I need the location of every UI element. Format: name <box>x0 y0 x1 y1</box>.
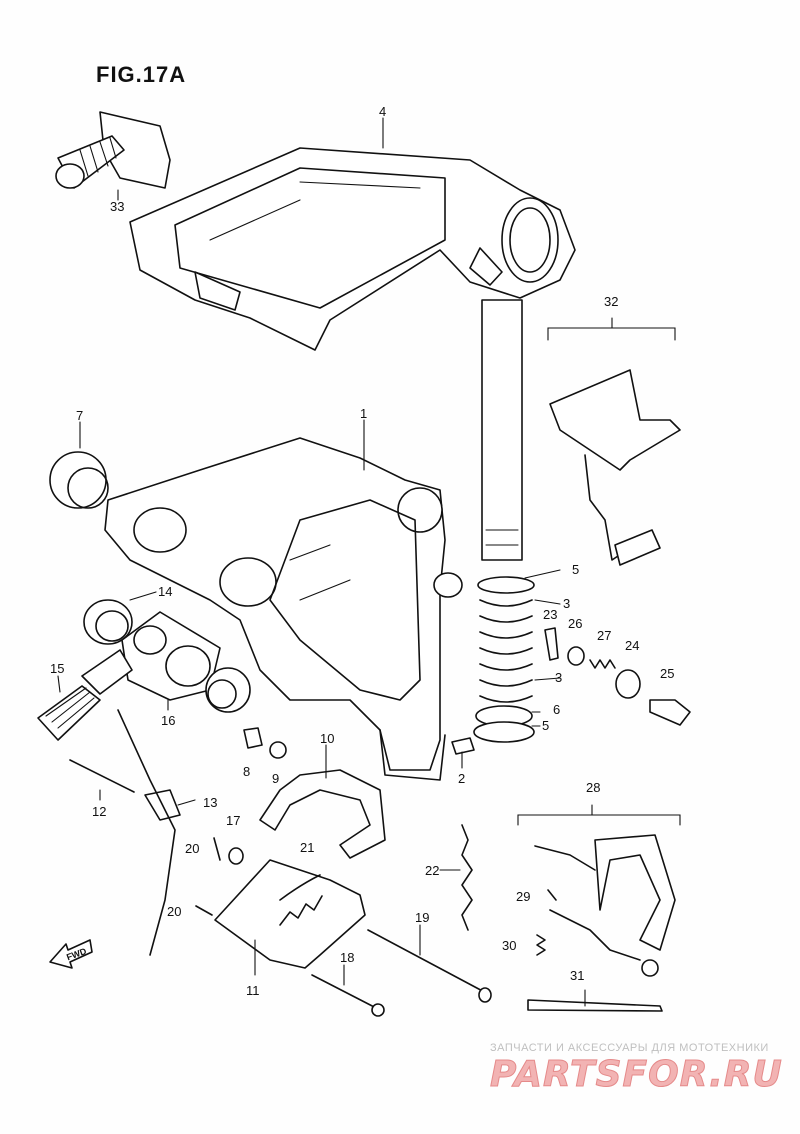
callout-13: 13 <box>203 795 217 810</box>
callout-19: 19 <box>415 910 429 925</box>
part-16-plate <box>121 611 221 701</box>
callout-25: 25 <box>660 666 674 681</box>
callout-12: 12 <box>92 804 106 819</box>
parts-23-27-hardware <box>544 627 691 726</box>
part-28-lever-assembly <box>517 804 681 1012</box>
callout-30: 30 <box>502 938 516 953</box>
part-7-bushing <box>49 451 109 509</box>
lower-bushing <box>205 667 251 713</box>
part-4-clamp-bracket <box>129 147 576 351</box>
callout-20a: 20 <box>185 841 199 856</box>
part-10-11-tilt-frame <box>214 769 386 969</box>
callout-11: 11 <box>246 983 260 998</box>
callout-24: 24 <box>625 638 639 653</box>
callout-21: 21 <box>300 840 314 855</box>
callout-16: 16 <box>161 713 175 728</box>
callout-6: 6 <box>553 702 560 717</box>
callout-7: 7 <box>76 408 83 423</box>
callout-28: 28 <box>586 780 600 795</box>
part-32-bracket-assembly <box>547 317 681 566</box>
watermark: ЗАПЧАСТИ И АКСЕССУАРЫ ДЛЯ МОТОТЕХНИКИ PA… <box>490 1042 783 1096</box>
callout-labels: 1 2 3 3 4 5 5 6 7 8 9 10 11 12 13 14 15 … <box>50 104 674 998</box>
callout-4: 4 <box>379 104 386 119</box>
pins-and-rods <box>69 709 492 1017</box>
callout-23: 23 <box>543 607 557 622</box>
watermark-logo: PARTSFOR.RU <box>490 1054 783 1095</box>
callout-31: 31 <box>570 968 584 983</box>
spring-stack <box>473 576 535 743</box>
callout-32: 32 <box>604 294 618 309</box>
callout-29: 29 <box>516 889 530 904</box>
leader-lines <box>57 117 586 1007</box>
callout-14: 14 <box>158 584 172 599</box>
callout-3b: 3 <box>555 670 562 685</box>
callout-9: 9 <box>272 771 279 786</box>
watermark-tagline: ЗАПЧАСТИ И АКСЕССУАРЫ ДЛЯ МОТОТЕХНИКИ <box>490 1042 769 1054</box>
swivel-shaft <box>481 299 523 561</box>
callout-5b: 5 <box>542 718 549 733</box>
part-15-pad <box>37 649 133 741</box>
callout-20b: 20 <box>167 904 181 919</box>
part-1-swivel-bracket <box>104 437 463 781</box>
part-21-22-springs <box>279 824 473 931</box>
callout-26: 26 <box>568 616 582 631</box>
parts-2-8-9-fasteners <box>243 727 475 759</box>
callout-8: 8 <box>243 764 250 779</box>
callout-2: 2 <box>458 771 465 786</box>
parts-17-20-clips <box>195 837 244 916</box>
fwd-label: FWD <box>65 946 88 963</box>
callout-5a: 5 <box>572 562 579 577</box>
callout-17: 17 <box>226 813 240 828</box>
callout-15: 15 <box>50 661 64 676</box>
callout-27: 27 <box>597 628 611 643</box>
callout-3a: 3 <box>563 596 570 611</box>
callout-22: 22 <box>425 863 439 878</box>
part-33-knob <box>55 111 171 189</box>
figure-title: FIG.17A <box>96 62 186 87</box>
callout-33: 33 <box>110 199 124 214</box>
fwd-arrow: FWD <box>49 939 93 969</box>
part-14-ring <box>83 599 133 645</box>
callout-10: 10 <box>320 731 334 746</box>
callout-18: 18 <box>340 950 354 965</box>
callout-1: 1 <box>360 406 367 421</box>
